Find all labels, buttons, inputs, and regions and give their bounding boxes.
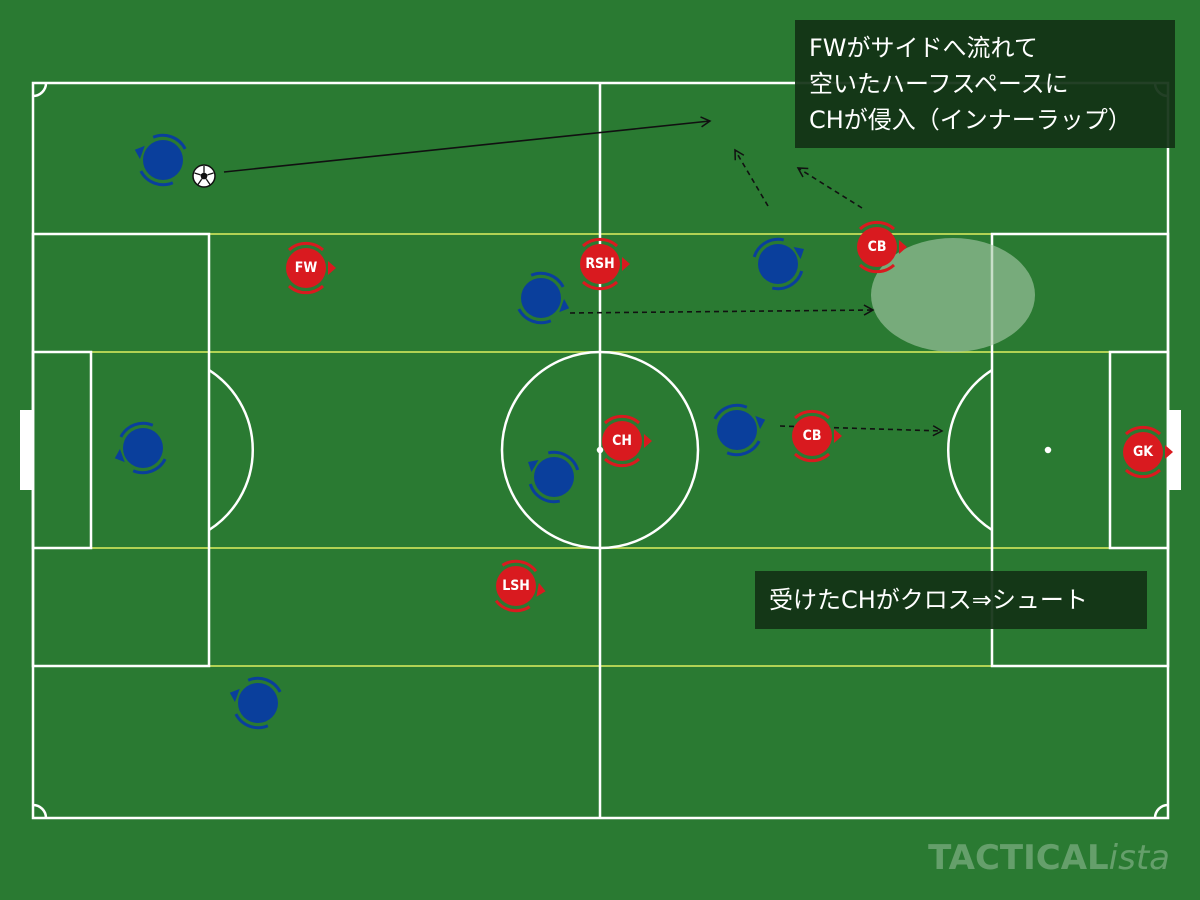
player-role-label: CB	[868, 239, 887, 255]
red-player-fw[interactable]: FW	[286, 241, 336, 295]
pitch-markings	[31, 81, 1170, 820]
blue-player-6[interactable]	[713, 397, 774, 459]
pass-arrow	[223, 116, 712, 173]
red-player-ch[interactable]: CH	[602, 414, 652, 468]
blue-player-7[interactable]	[221, 670, 282, 732]
blue-player-4[interactable]	[106, 419, 167, 481]
red-player-lsh[interactable]: LSH	[494, 559, 550, 616]
red-player-gk[interactable]: GK	[1123, 425, 1173, 479]
run-arrow-cb-diagonal	[796, 167, 863, 209]
player-role-label: LSH	[502, 578, 530, 594]
red-player-rsh[interactable]: RSH	[580, 237, 630, 291]
tactic-note-inner-lap: FWがサイドへ流れて 空いたハーフスペースに CHが侵入（インナーラップ）	[795, 20, 1175, 148]
player-role-label: FW	[295, 260, 318, 276]
player-role-label: CB	[803, 428, 822, 444]
red-player-cb[interactable]: CB	[857, 220, 907, 274]
arrows	[223, 116, 944, 437]
player-role-label: CH	[612, 433, 632, 449]
blue-player-1[interactable]	[126, 127, 187, 189]
player-role-label: RSH	[585, 256, 614, 272]
soccer-ball-icon[interactable]	[192, 164, 216, 188]
run-arrow-blue-diagonal	[734, 148, 769, 207]
blue-team	[106, 127, 816, 732]
goals	[20, 410, 1181, 490]
run-arrow-inner-lap	[569, 304, 875, 316]
blue-player-3[interactable]	[751, 228, 816, 294]
red-player-cb[interactable]: CB	[792, 409, 842, 463]
blue-player-2[interactable]	[517, 269, 578, 331]
blue-player-5[interactable]	[516, 441, 581, 507]
red-team: FW RSH CB CH CB LSH GK	[286, 220, 1173, 616]
tactic-note-cross-shot: 受けたCHがクロス⇒シュート	[755, 571, 1147, 629]
half-space-zone	[871, 238, 1035, 352]
tacticalista-logo: TACTICALista	[928, 838, 1170, 878]
player-role-label: GK	[1133, 444, 1154, 460]
